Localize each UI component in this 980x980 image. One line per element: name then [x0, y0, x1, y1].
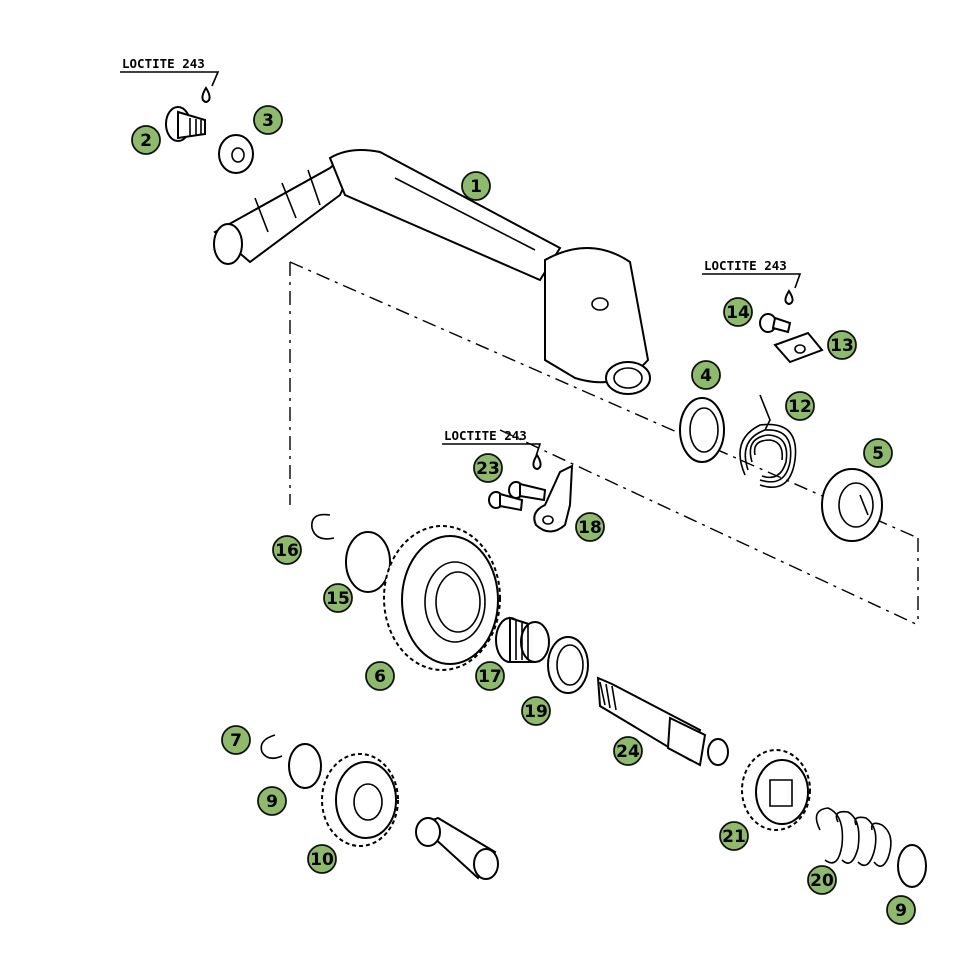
- callout-circle: [473, 453, 503, 483]
- callout-number: 15: [326, 589, 350, 609]
- callout-c2: 2: [131, 125, 161, 155]
- ring-part-4[interactable]: [679, 397, 725, 463]
- callout-number: 3: [262, 111, 274, 131]
- bolt-part-14[interactable]: [759, 289, 794, 334]
- callout-c3: 3: [253, 105, 283, 135]
- callout-c9a: 9: [257, 786, 287, 816]
- washer-part-9-right[interactable]: [897, 844, 927, 888]
- loctite-note-1: LOCTITE 243: [120, 56, 220, 87]
- gear-part-6[interactable]: [383, 525, 501, 671]
- bracket-part-13[interactable]: [773, 331, 824, 364]
- callout-c17: 17: [475, 661, 505, 691]
- callout-circle: [886, 895, 916, 925]
- callout-c18: 18: [575, 512, 605, 542]
- callout-c23: 23: [473, 453, 503, 483]
- callout-number: 12: [788, 397, 812, 417]
- callout-circle: [827, 330, 857, 360]
- callout-c4: 4: [691, 360, 721, 390]
- callout-c14: 14: [723, 297, 753, 327]
- callout-c21: 21: [719, 821, 749, 851]
- callout-number: 19: [524, 702, 548, 722]
- spring-part-12[interactable]: [739, 394, 797, 488]
- gear-part-10[interactable]: [321, 753, 399, 847]
- callout-circle: [719, 821, 749, 851]
- callout-number: 9: [895, 901, 907, 921]
- callout-number: 5: [872, 444, 884, 464]
- callout-circle: [521, 696, 551, 726]
- callout-c10: 10: [307, 844, 337, 874]
- washer-part-19[interactable]: [547, 636, 589, 694]
- callout-c9b: 9: [886, 895, 916, 925]
- callout-circle: [785, 391, 815, 421]
- callout-circle: [461, 171, 491, 201]
- callout-number: 16: [275, 541, 299, 561]
- callout-c19: 19: [521, 696, 551, 726]
- loctite-label: LOCTITE 243: [122, 56, 205, 71]
- pawl-part-18[interactable]: [533, 464, 574, 533]
- circlip-part-16[interactable]: [311, 513, 335, 540]
- callout-circle: [863, 438, 893, 468]
- callout-number: 13: [830, 336, 854, 356]
- callout-number: 10: [310, 850, 334, 870]
- callout-circle: [257, 786, 287, 816]
- callout-c12: 12: [785, 391, 815, 421]
- callout-c7: 7: [221, 725, 251, 755]
- callout-number: 24: [616, 742, 640, 762]
- callout-circle: [475, 661, 505, 691]
- stop-plate-part-5[interactable]: [821, 468, 883, 542]
- callout-c16: 16: [272, 535, 302, 565]
- callout-number: 7: [230, 731, 242, 751]
- callout-circle: [575, 512, 605, 542]
- loctite-note-2: LOCTITE 243: [702, 258, 802, 289]
- callout-c20: 20: [807, 865, 837, 895]
- callout-number: 6: [374, 667, 386, 687]
- callout-c13: 13: [827, 330, 857, 360]
- callout-number: 21: [722, 827, 746, 847]
- callout-circle: [323, 583, 353, 613]
- callout-circle: [723, 297, 753, 327]
- callout-circle: [807, 865, 837, 895]
- callout-number: 23: [476, 459, 500, 479]
- loctite-note-3: LOCTITE 243: [442, 428, 542, 457]
- callout-circle: [221, 725, 251, 755]
- callout-number: 9: [266, 792, 278, 812]
- washer-part-3[interactable]: [218, 134, 254, 174]
- bearing-part-17[interactable]: [495, 616, 550, 663]
- callout-circle: [613, 736, 643, 766]
- screw-part-2[interactable]: [165, 86, 211, 142]
- callout-circle: [131, 125, 161, 155]
- washer-part-9-left[interactable]: [288, 743, 322, 789]
- circlip-part-7[interactable]: [260, 734, 283, 760]
- ratchet-gear-part-21[interactable]: [741, 749, 811, 831]
- callout-number: 1: [470, 177, 482, 197]
- callout-c24: 24: [613, 736, 643, 766]
- callout-number: 17: [478, 667, 502, 687]
- callout-number: 4: [700, 366, 712, 386]
- callout-circle: [307, 844, 337, 874]
- bolt-part-23[interactable]: [488, 453, 547, 512]
- callout-c6: 6: [365, 661, 395, 691]
- callout-number: 2: [140, 131, 152, 151]
- callout-circle: [365, 661, 395, 691]
- callout-number: 14: [726, 303, 750, 323]
- pin-part[interactable]: [415, 816, 499, 880]
- callout-circle: [691, 360, 721, 390]
- shaft-part-24[interactable]: [596, 676, 729, 767]
- spring-part-20[interactable]: [815, 807, 892, 867]
- callout-circle: [253, 105, 283, 135]
- callout-c5: 5: [863, 438, 893, 468]
- callout-c15: 15: [323, 583, 353, 613]
- callout-circle: [272, 535, 302, 565]
- callout-c1: 1: [461, 171, 491, 201]
- kick-lever-part[interactable]: [213, 149, 651, 395]
- callout-number: 20: [810, 871, 834, 891]
- callout-number: 18: [578, 518, 602, 538]
- loctite-label: LOCTITE 243: [444, 428, 527, 443]
- loctite-label: LOCTITE 243: [704, 258, 787, 273]
- washer-part-15[interactable]: [345, 531, 391, 593]
- assembly-lines: [289, 261, 919, 626]
